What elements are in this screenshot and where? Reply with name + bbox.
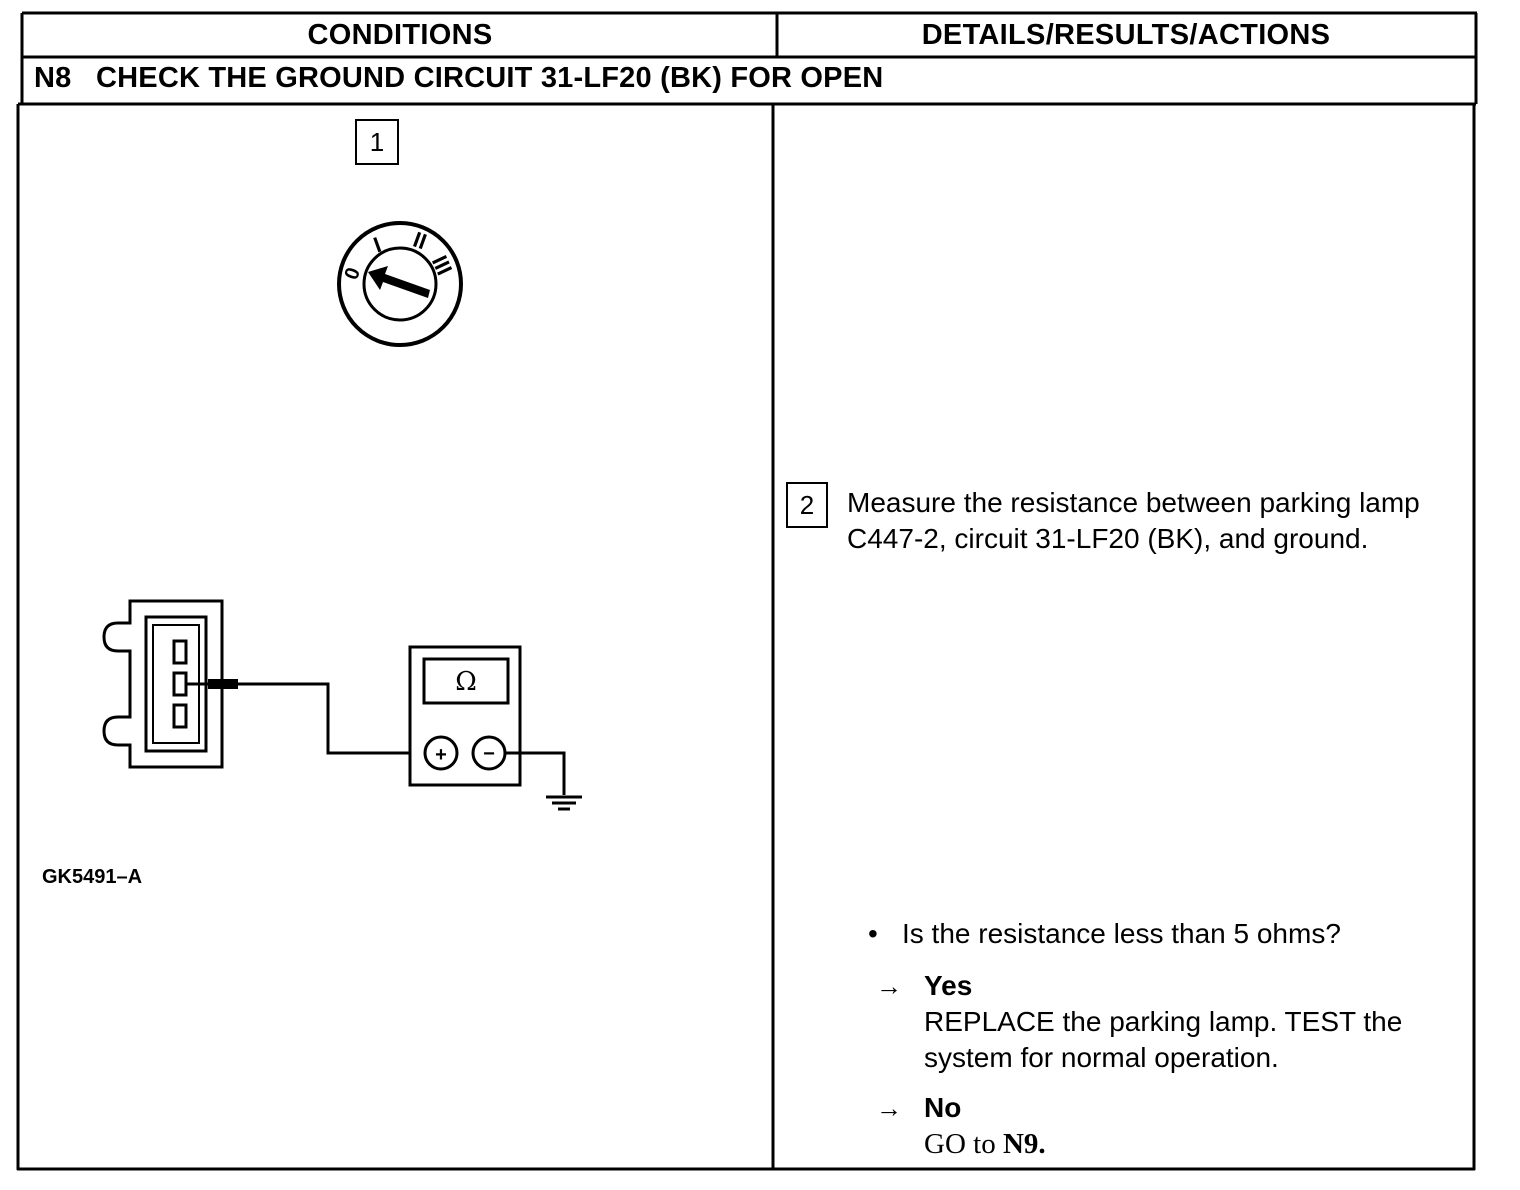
meter-minus-terminal: − [483, 743, 495, 765]
question-text: Is the resistance less than 5 ohms? [902, 918, 1341, 949]
ohmmeter-icon: Ω + − [408, 645, 522, 787]
right-arrow-icon: → [876, 1093, 902, 1123]
step-1-box: 1 [355, 119, 399, 165]
resistance-question: • Is the resistance less than 5 ohms? [868, 916, 1448, 952]
no-label: No [924, 1092, 962, 1123]
step-2-box: 2 [786, 482, 828, 528]
yes-action: REPLACE the parking lamp. TEST the syste… [924, 1006, 1403, 1073]
step-title: CHECK THE GROUND CIRCUIT 31-LF20 (BK) FO… [96, 62, 884, 94]
test-lead [238, 682, 426, 755]
yes-label: Yes [924, 970, 973, 1001]
step-code: N8 [34, 62, 72, 94]
no-action: GO to N9. [924, 1126, 1464, 1162]
ohm-symbol: Ω [455, 667, 477, 697]
details-header: DETAILS/RESULTS/ACTIONS [921, 19, 1331, 51]
ground-icon [546, 795, 582, 811]
bullet-icon: • [868, 918, 878, 949]
ignition-arrow-icon [368, 266, 430, 298]
ground-lead [505, 751, 566, 795]
ignition-switch-illustration: 0 I II III [337, 221, 463, 347]
conditions-header: CONDITIONS [307, 19, 493, 51]
go-to-link[interactable]: N9. [1002, 1128, 1046, 1160]
measure-instruction: Measure the resistance between parking l… [847, 487, 1420, 554]
meter-plus-terminal: + [435, 744, 447, 766]
right-arrow-icon: → [876, 971, 902, 1001]
no-action-prefix: GO to [924, 1128, 1003, 1160]
step-title-row: N8 CHECK THE GROUND CIRCUIT 31-LF20 (BK) … [34, 58, 883, 102]
connector-meter-illustration: Ω + − [102, 599, 582, 811]
figure-code: GK5491–A [42, 866, 143, 888]
meter-probe-icon [186, 679, 238, 689]
